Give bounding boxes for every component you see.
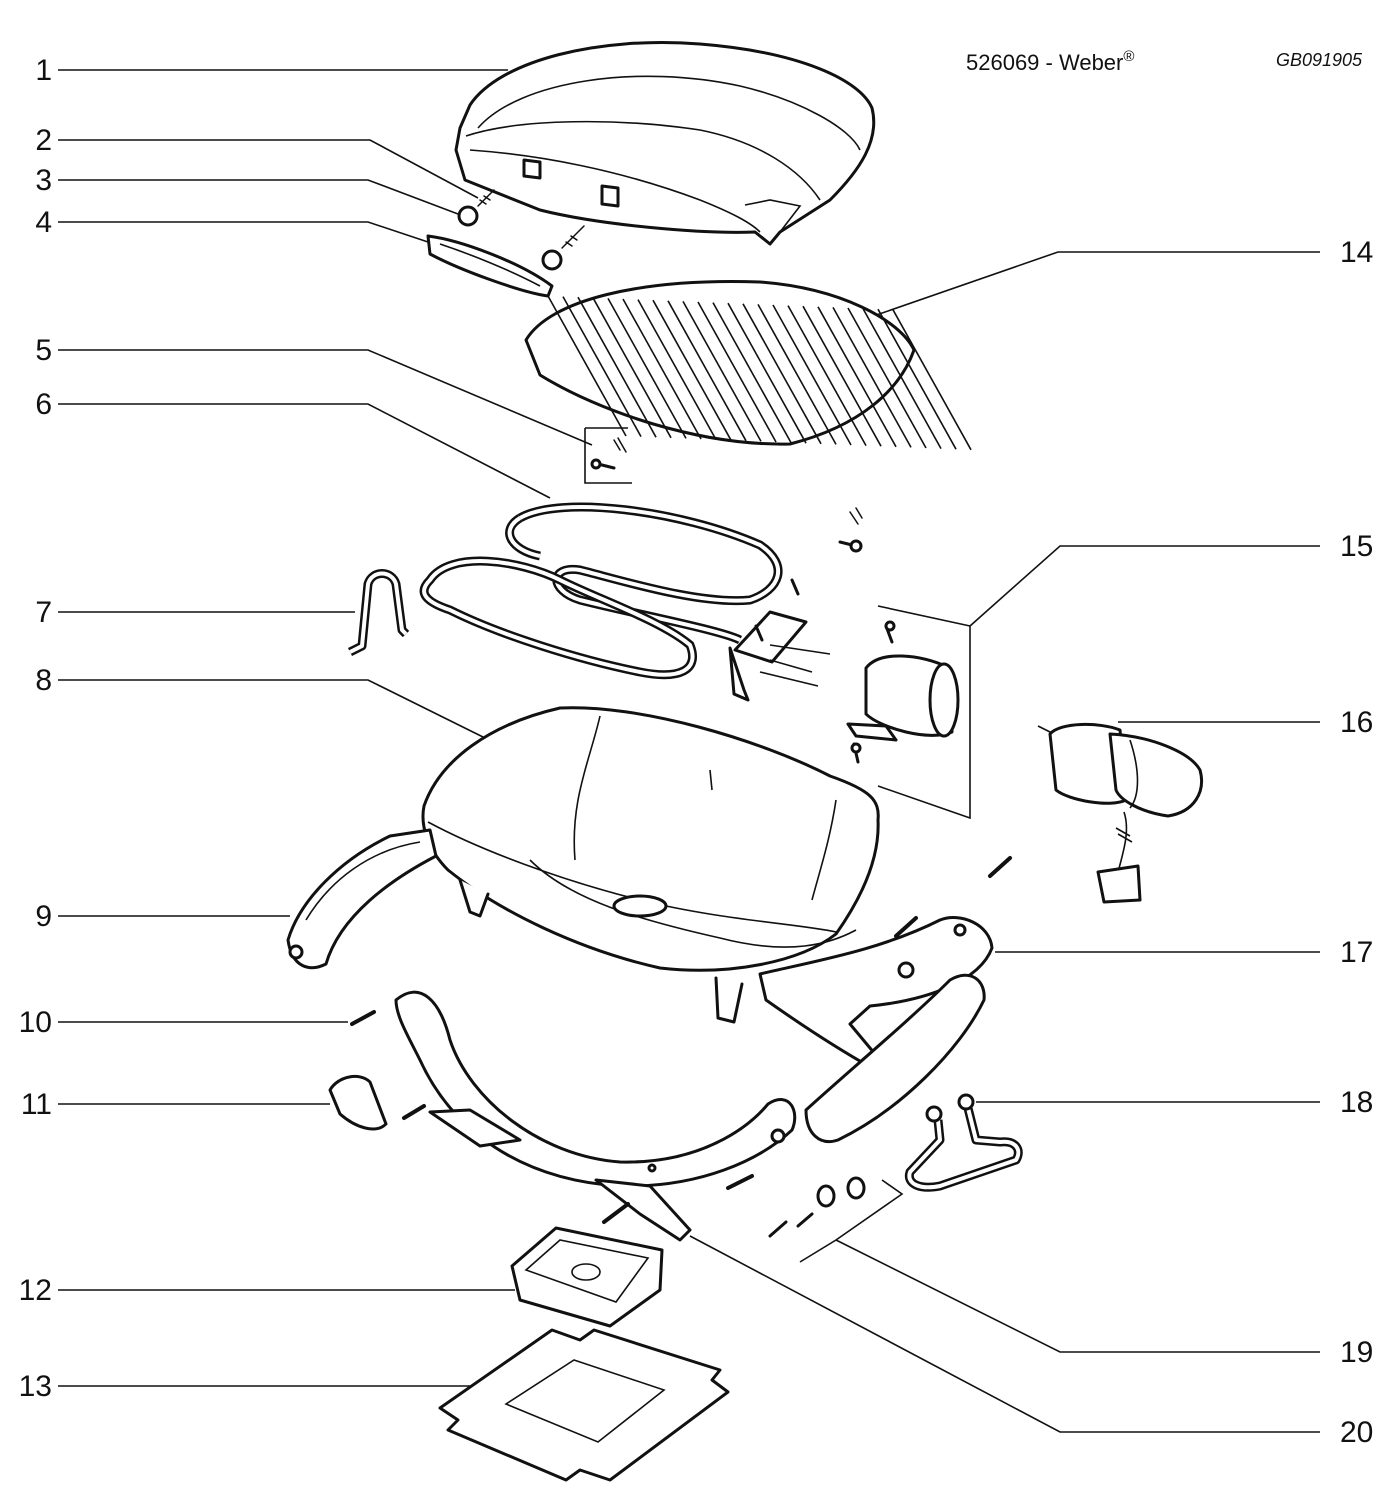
grate-rib <box>652 299 732 441</box>
callout-12: 12 <box>18 1274 52 1307</box>
callout-2: 2 <box>35 124 52 157</box>
grate-rib <box>847 307 927 449</box>
grate-rib <box>577 296 657 438</box>
loose-screws <box>350 856 1012 1224</box>
model-number: 526069 - Weber® <box>966 48 1135 75</box>
callout-10: 10 <box>18 1006 52 1039</box>
callout-11: 11 <box>20 1088 52 1121</box>
grate-rib <box>682 301 762 442</box>
heating-element <box>419 502 831 702</box>
wire-leg <box>904 1093 1023 1192</box>
cook-box <box>421 706 880 1024</box>
callout-1: 1 <box>35 54 52 87</box>
wire-clip <box>347 569 410 657</box>
grate-rib <box>892 309 972 451</box>
left-side-handle <box>286 828 438 970</box>
callout-7: 7 <box>35 596 52 629</box>
callout-6: 6 <box>35 388 52 421</box>
callout-19: 19 <box>1340 1336 1374 1369</box>
leader-lines <box>58 69 1320 1433</box>
grate-rib <box>817 306 897 448</box>
grate-rib <box>787 305 867 446</box>
callout-17: 17 <box>1340 936 1374 969</box>
grate-rib <box>772 304 852 446</box>
catch-pan-liner <box>438 1328 730 1482</box>
grate-rib <box>607 298 687 439</box>
callout-4: 4 <box>35 206 52 239</box>
lower-frame <box>394 973 986 1242</box>
right-leg-frame <box>758 916 994 1070</box>
lid <box>454 40 876 246</box>
drip-tray <box>510 1226 664 1328</box>
registered-mark: ® <box>1123 48 1135 65</box>
end-cap <box>328 1074 388 1131</box>
grate-rib <box>742 303 822 445</box>
grate-rib <box>832 307 912 448</box>
callout-16: 16 <box>1340 706 1374 739</box>
callout-3: 3 <box>35 164 52 197</box>
cooking-grate <box>524 280 972 451</box>
grate-rib <box>802 305 882 447</box>
grate-rib <box>547 295 627 437</box>
grate-rib <box>667 300 747 442</box>
grate-rib <box>862 308 942 449</box>
grate-rib <box>712 302 792 443</box>
control-housing <box>846 605 971 820</box>
callout-9: 9 <box>35 900 52 933</box>
grate-rib <box>727 302 807 444</box>
grate-rib <box>637 299 717 440</box>
callout-20: 20 <box>1340 1416 1374 1449</box>
callout-18: 18 <box>1340 1086 1374 1119</box>
grate-rib <box>877 308 957 450</box>
temperature-controller <box>1037 722 1203 904</box>
grate-rib <box>622 298 702 440</box>
callout-14: 14 <box>1340 236 1374 269</box>
washers-and-screws <box>768 1176 904 1263</box>
callout-5: 5 <box>35 334 52 367</box>
callout-13: 13 <box>18 1370 52 1403</box>
pin-and-screw <box>584 427 863 553</box>
grate-rib <box>757 304 837 445</box>
grate-rib <box>697 301 777 443</box>
callout-15: 15 <box>1340 530 1374 563</box>
grate-rib <box>592 297 672 439</box>
callout-8: 8 <box>35 664 52 697</box>
drawing-code: GB091905 <box>1276 50 1363 70</box>
grate-rib <box>562 296 642 437</box>
